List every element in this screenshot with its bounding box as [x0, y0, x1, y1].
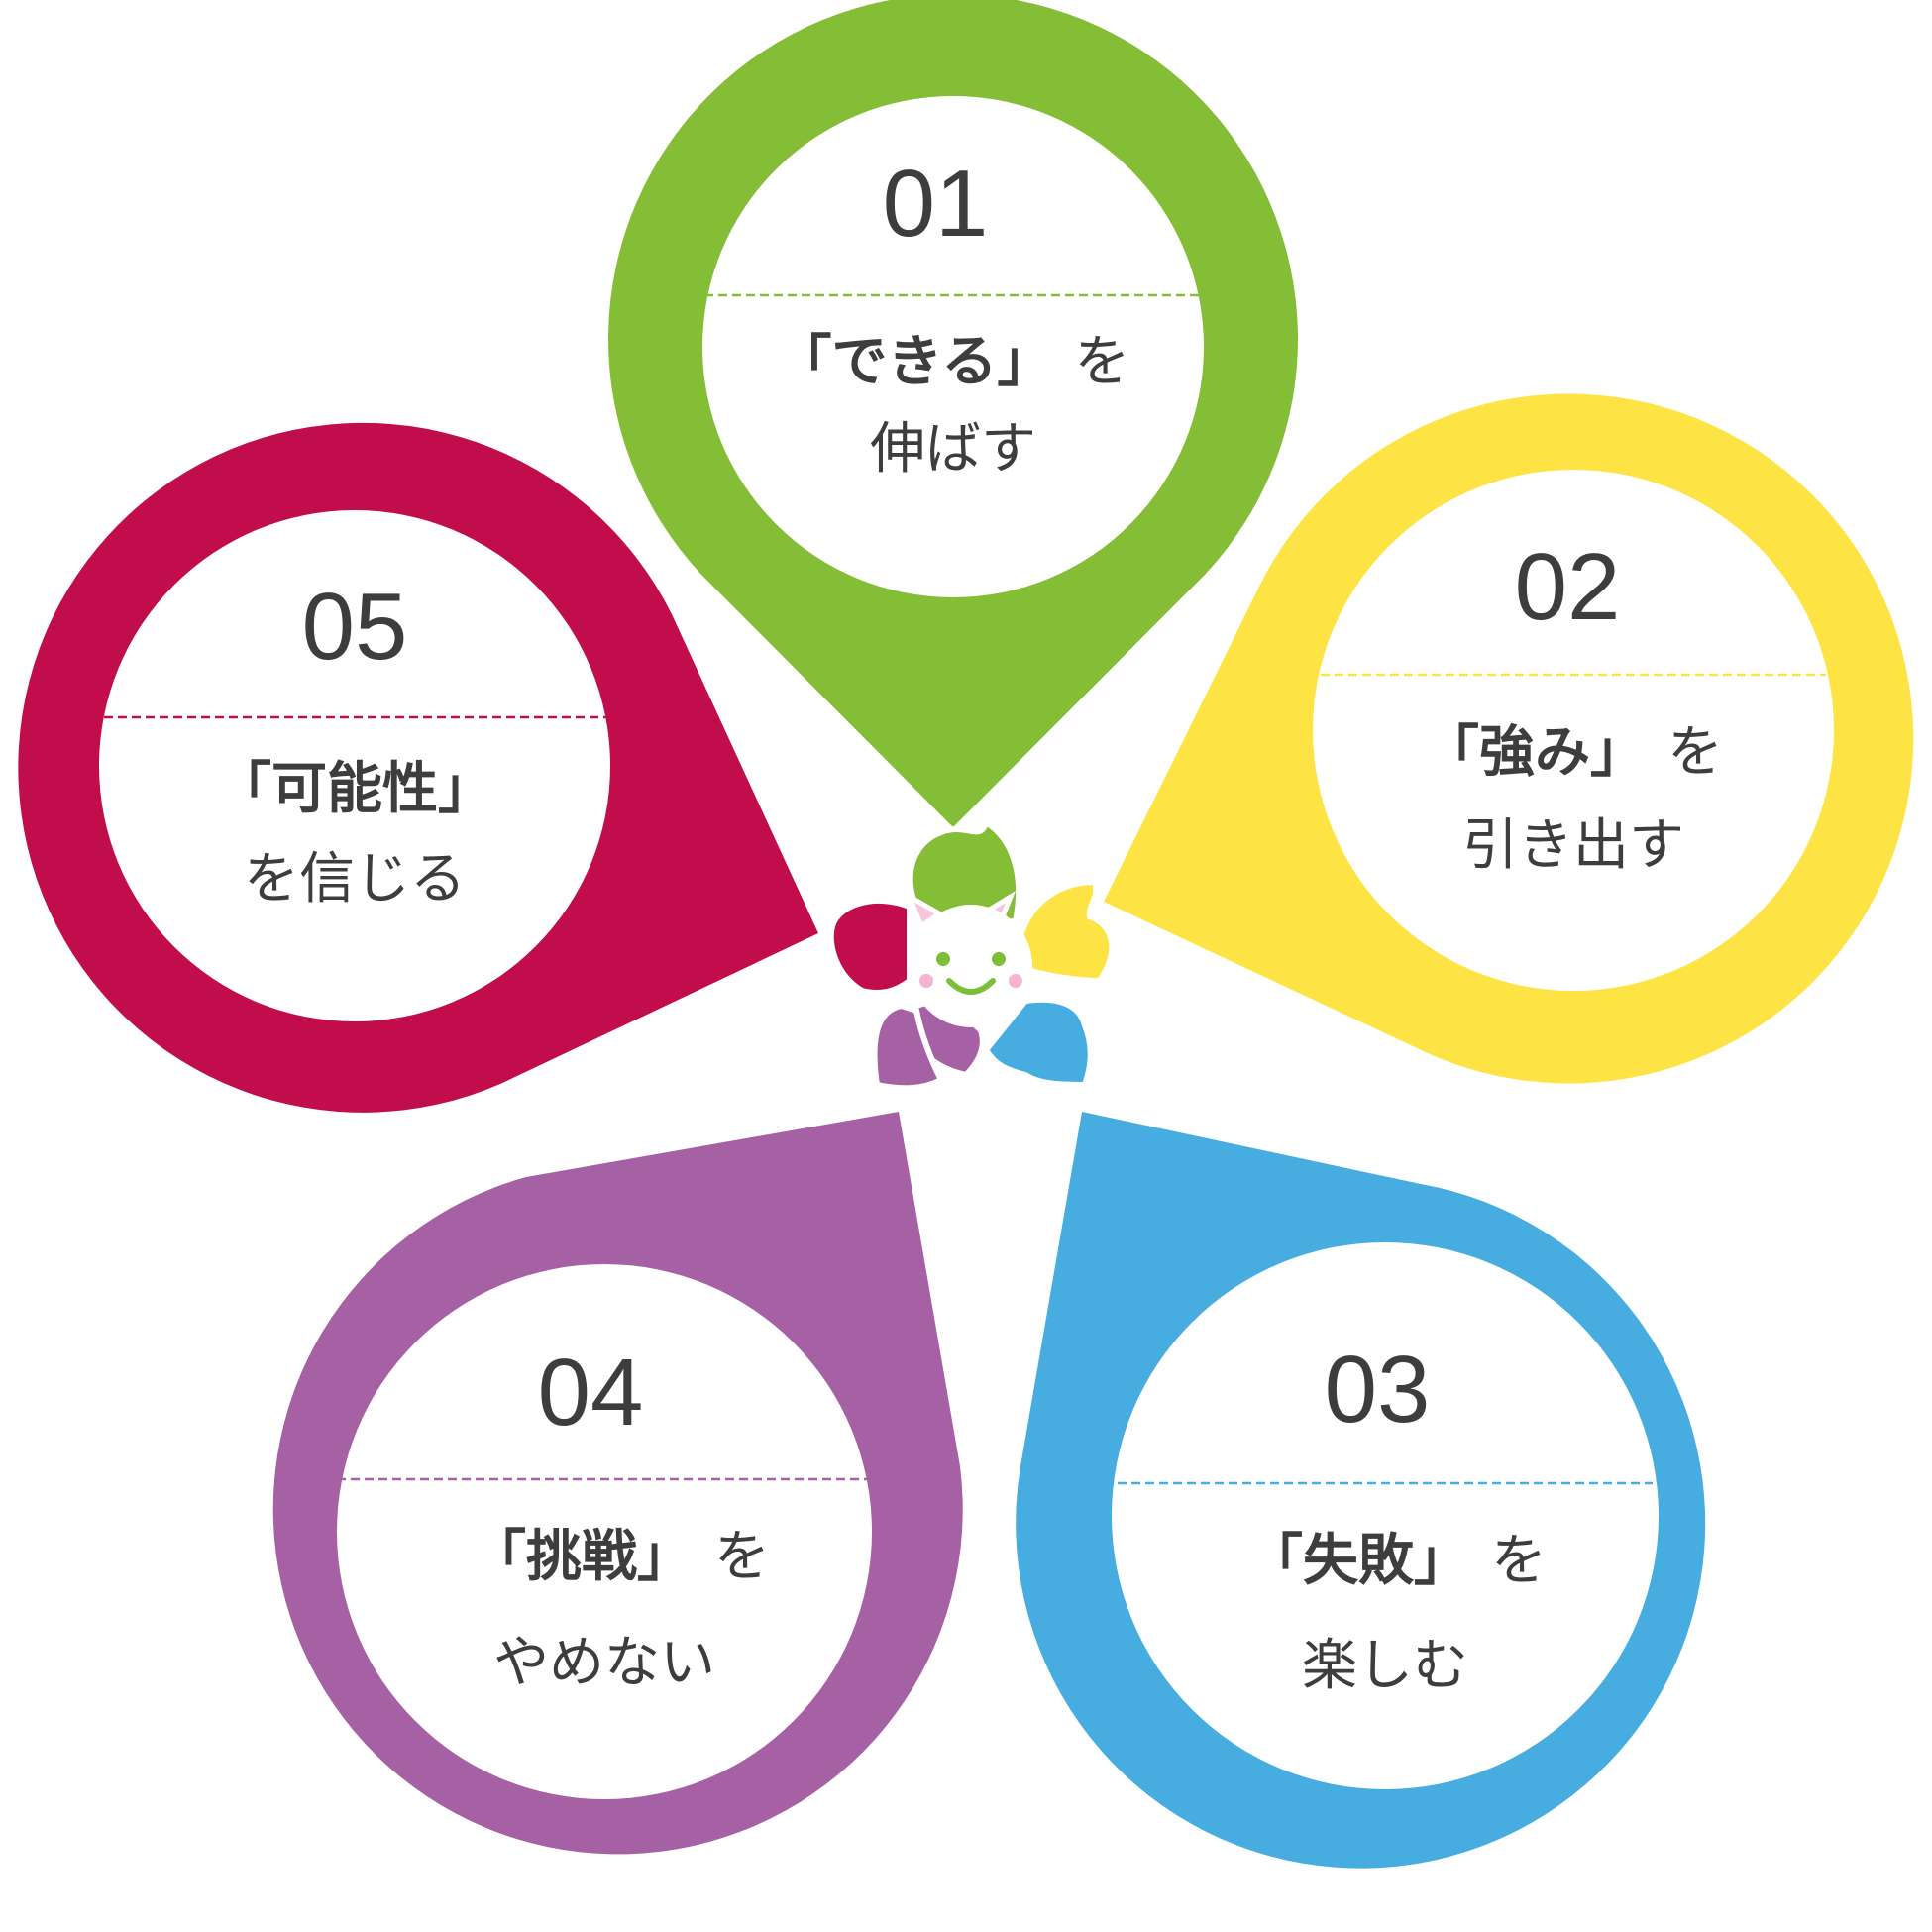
petal-03-inner-circle: [1112, 1242, 1659, 1789]
mascot-cheek-left: [919, 974, 933, 988]
petal-04-number: 04: [538, 1340, 644, 1446]
petal-04-line2: やめない: [493, 1631, 715, 1695]
petal-05-number: 05: [302, 574, 408, 680]
petal-01: 01 「できる」を 伸ばす: [608, 0, 1298, 827]
petal-01-line2: 伸ばす: [870, 417, 1036, 482]
petal-02: 02 「強み」を 引き出す: [1104, 393, 1914, 1084]
petal-03-line1: 「失敗」を: [1247, 1529, 1547, 1593]
petal-01-line1: 「できる」を: [777, 330, 1130, 394]
mascot-eye-left: [936, 952, 950, 966]
petal-03-line2: 楽しむ: [1302, 1634, 1468, 1698]
petal-02-line1: 「強み」を: [1424, 720, 1723, 785]
mascot-cheek-right: [1009, 974, 1022, 988]
flower-mascot-icon: [827, 817, 1116, 1092]
petal-05-inner-circle: [99, 510, 610, 1021]
mascot-petal-blue: [982, 996, 1094, 1089]
mascot-petal-purple-left: [871, 1002, 946, 1092]
petal-05: 05 「可能性」 を信じる: [18, 422, 819, 1113]
mascot-smile: [946, 978, 996, 995]
petal-04-inner-circle: [337, 1264, 872, 1799]
mascot-petal-green: [907, 817, 1022, 930]
petal-05-line2: を信じる: [244, 847, 466, 912]
mascot-petal-yellow: [1017, 878, 1116, 985]
petal-02-inner-circle: [1313, 470, 1834, 991]
mascot-eye-right: [992, 952, 1006, 966]
mascot-petal-crimson: [827, 897, 912, 996]
petal-01-number: 01: [883, 151, 989, 257]
petal-01-inner-circle: [702, 96, 1204, 597]
petal-03: 03 「失敗」を 楽しむ: [1016, 1112, 1706, 1869]
petal-04-line1: 「挑戦」を: [471, 1525, 770, 1589]
petal-02-number: 02: [1515, 534, 1621, 640]
petal-02-line2: 引き出す: [1462, 813, 1684, 878]
mascot-face: [910, 905, 1032, 1027]
petal-05-line1: 「可能性」: [216, 757, 493, 821]
petal-04: 04 「挑戦」を やめない: [272, 1112, 963, 1855]
petal-03-number: 03: [1325, 1337, 1431, 1443]
